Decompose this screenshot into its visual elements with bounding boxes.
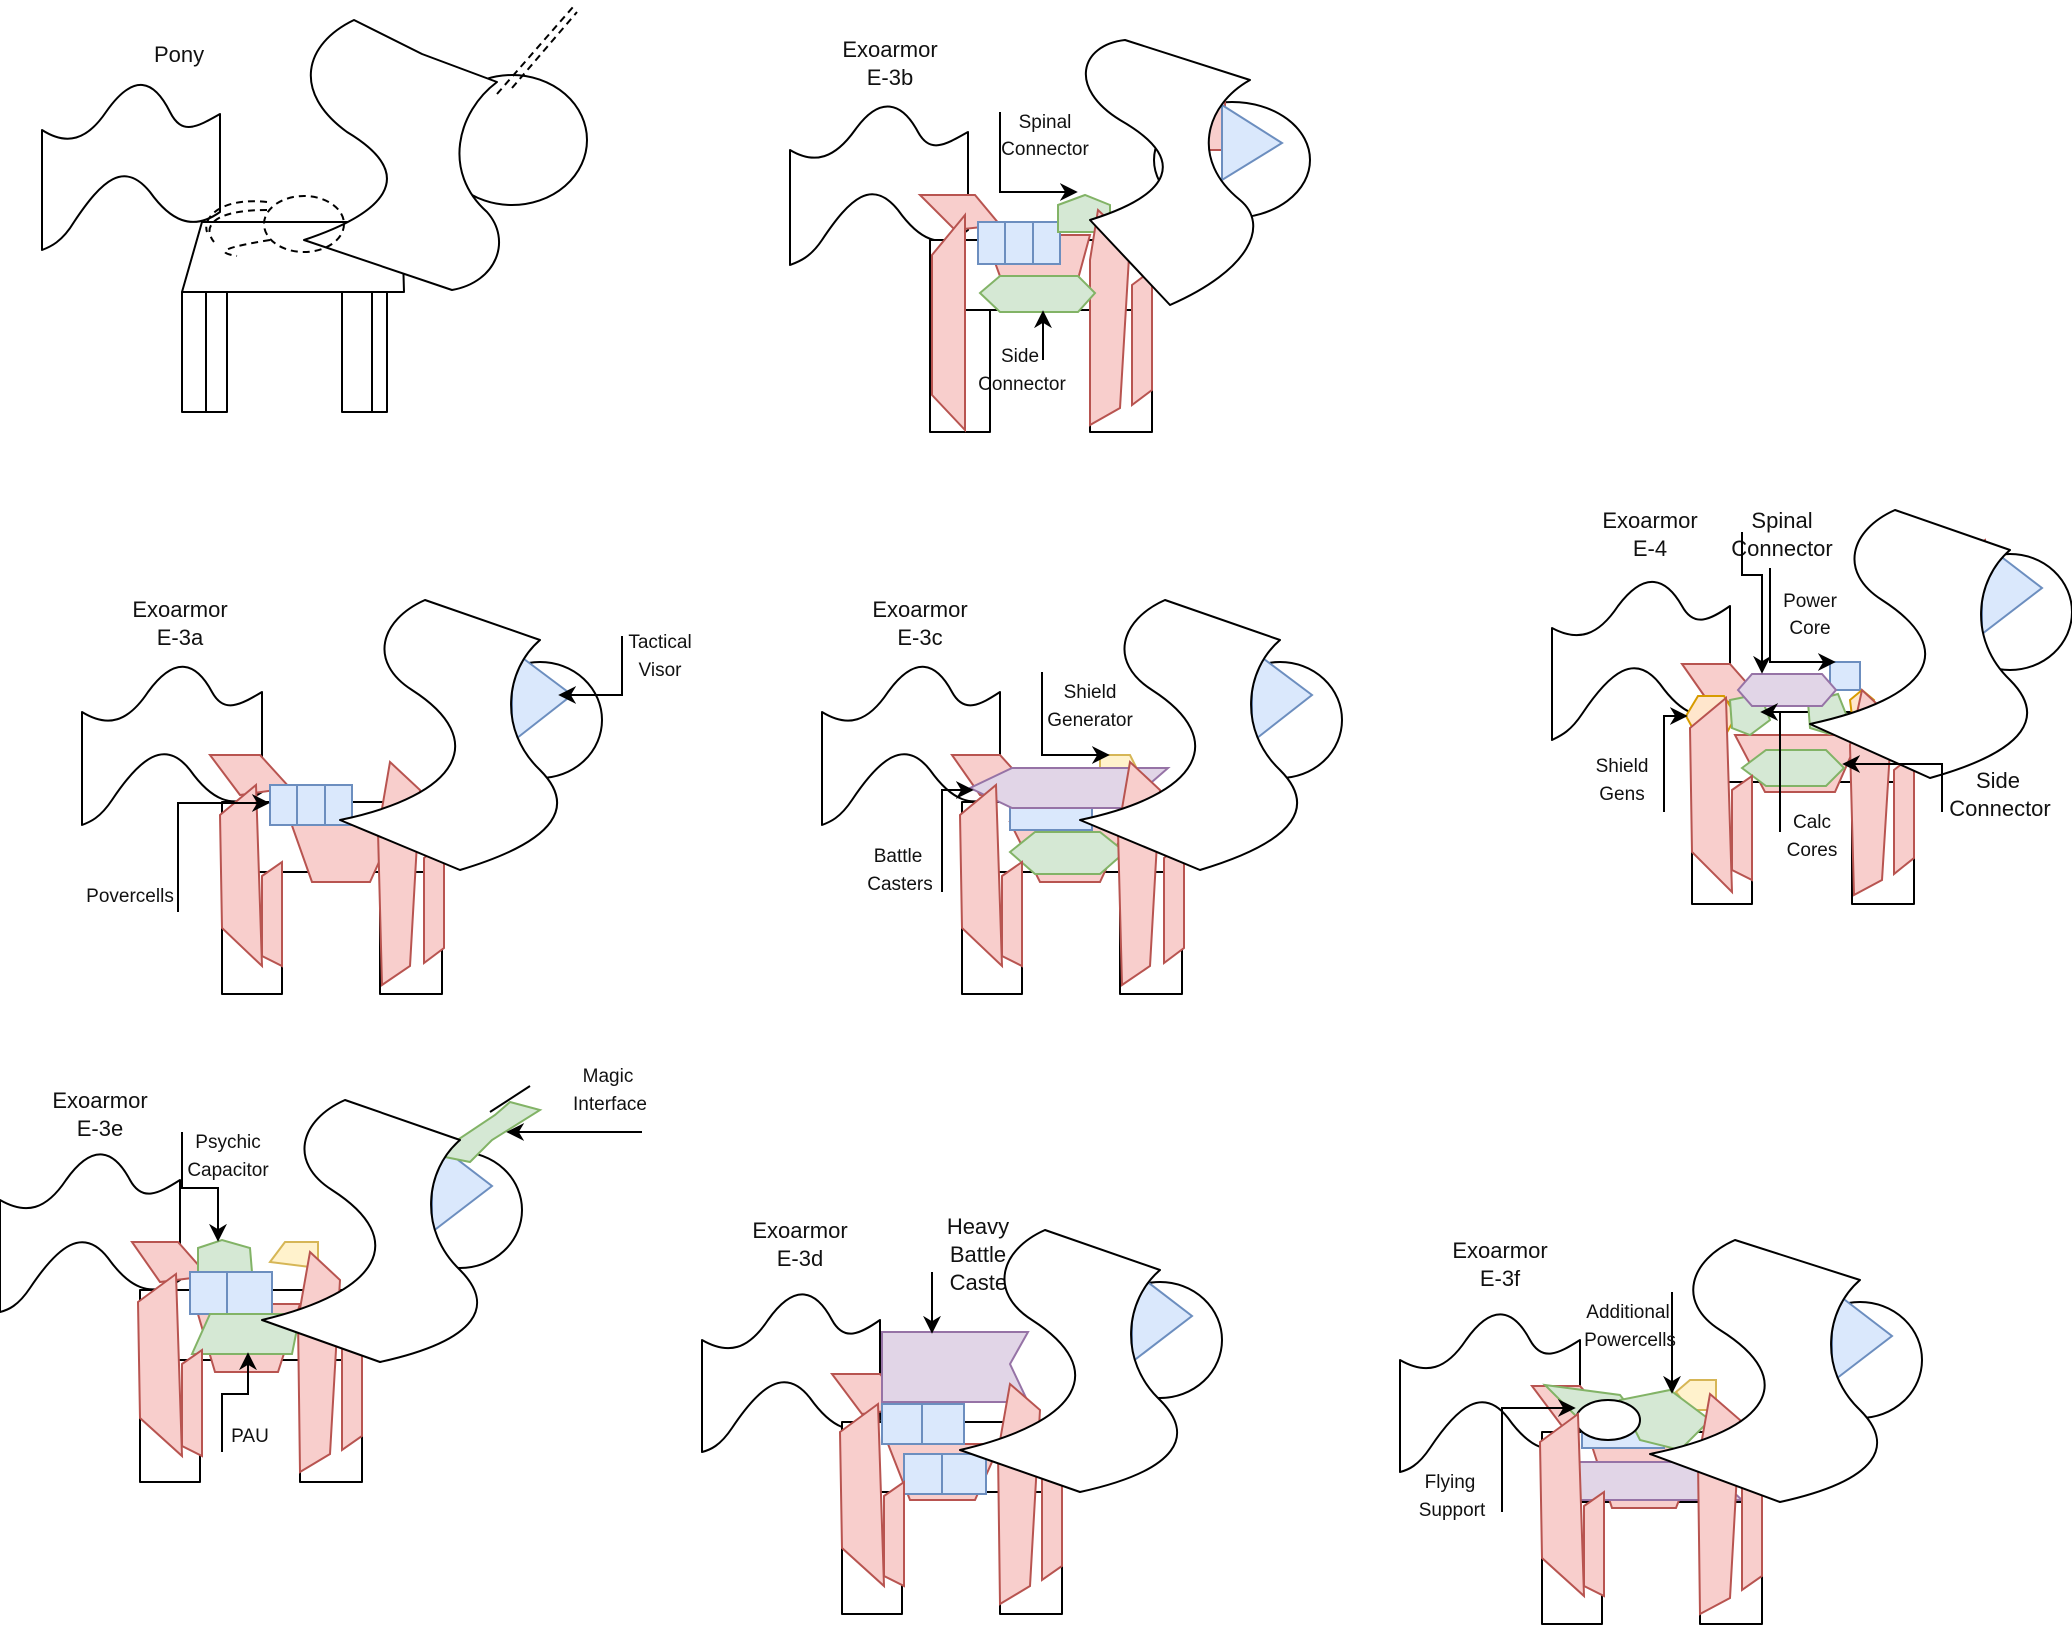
e4-label-power-1: Power [1783,591,1838,612]
e3b-title-2: E-3b [867,65,913,90]
e3f-label-flying-1: Flying [1425,1472,1476,1493]
e3c-title-1: Exoarmor [872,597,967,622]
e3c-figure [821,599,1343,995]
e3b-label-side-2: Connector [978,374,1066,395]
e4-title-1: Exoarmor [1602,508,1697,533]
e3f-label-additional-2: Powercells [1584,1330,1676,1351]
e3b-figure [789,39,1311,433]
pony-figure [41,6,588,413]
e4-label-spinal-1: Spinal [1751,508,1812,533]
panel-e3c: Exoarmor E-3c Shield Generator Bat [821,597,1343,995]
panel-e3f: Exoarmor E-3f Additional [1399,1238,1923,1625]
e3a-title-2: E-3a [157,625,204,650]
e3a-title-1: Exoarmor [132,597,227,622]
e3e-label-psychic-2: Capacitor [187,1160,269,1181]
e3f-figure [1399,1239,1923,1625]
e3b-label-side-1: Side [1001,346,1039,367]
e3b-label-spinal-2: Connector [1001,139,1089,160]
e3a-label-powercells: Povercells [86,886,174,907]
e4-label-side-1: Side [1976,768,2020,793]
e4-label-power-2: Core [1789,618,1830,639]
e3c-label-casters-1: Battle [874,846,923,867]
e3e-label-psychic-1: Psychic [195,1132,260,1153]
e3e-label-magic-1: Magic [583,1066,634,1087]
e3c-label-casters-2: Casters [867,874,932,895]
e3e-label-magic-2: Interface [573,1094,647,1115]
e3b-label-spinal-1: Spinal [1019,112,1072,133]
e3f-title-1: Exoarmor [1452,1238,1547,1263]
e4-label-shields-1: Shield [1596,756,1649,777]
e3e-title-2: E-3e [77,1116,123,1141]
e3f-label-additional-1: Additional [1586,1302,1669,1323]
panel-e3a: Exoarmor E-3a Tactical Visor Povercells [81,597,692,995]
e4-figure [1551,509,2072,905]
e3d-label-heavy-3: Caster [950,1270,1015,1295]
e3b-title-1: Exoarmor [842,37,937,62]
e3e-figure [0,1085,642,1483]
pony-title: Pony [154,42,204,67]
e3f-label-flying-2: Support [1419,1500,1486,1521]
panel-pony: Pony [41,6,588,413]
e3d-label-heavy-1: Heavy [947,1214,1009,1239]
e3d-title-1: Exoarmor [752,1218,847,1243]
panel-e3d: Exoarmor E-3d Heavy Battle Caster [701,1214,1223,1615]
e4-title-2: E-4 [1633,536,1667,561]
e4-label-spinal-2: Connector [1731,536,1833,561]
panel-e3b: Exoarmor E-3b Spinal Connector Sid [789,37,1311,433]
panel-e4: Exoarmor E-4 Spinal Connector [1551,508,2072,905]
e3d-label-heavy-2: Battle [950,1242,1006,1267]
e3d-title-2: E-3d [777,1246,823,1271]
e3a-label-visor-1: Tactical [628,632,691,653]
e4-label-calc-1: Calc [1793,812,1831,833]
e3c-label-shield-2: Generator [1047,710,1133,731]
e3d-figure [701,1229,1223,1615]
e4-label-calc-2: Cores [1787,840,1838,861]
e3c-label-shield-1: Shield [1064,682,1117,703]
e3c-title-2: E-3c [897,625,942,650]
e4-label-side-2: Connector [1949,796,2051,821]
e3a-figure [81,599,623,995]
e4-label-shields-2: Gens [1599,784,1644,805]
panel-e3e: Exoarmor E-3e [0,1066,647,1483]
e3f-title-2: E-3f [1480,1266,1521,1291]
e3e-title-1: Exoarmor [52,1088,147,1113]
e3a-label-visor-2: Visor [639,660,683,681]
e3e-label-pau: PAU [231,1426,269,1447]
